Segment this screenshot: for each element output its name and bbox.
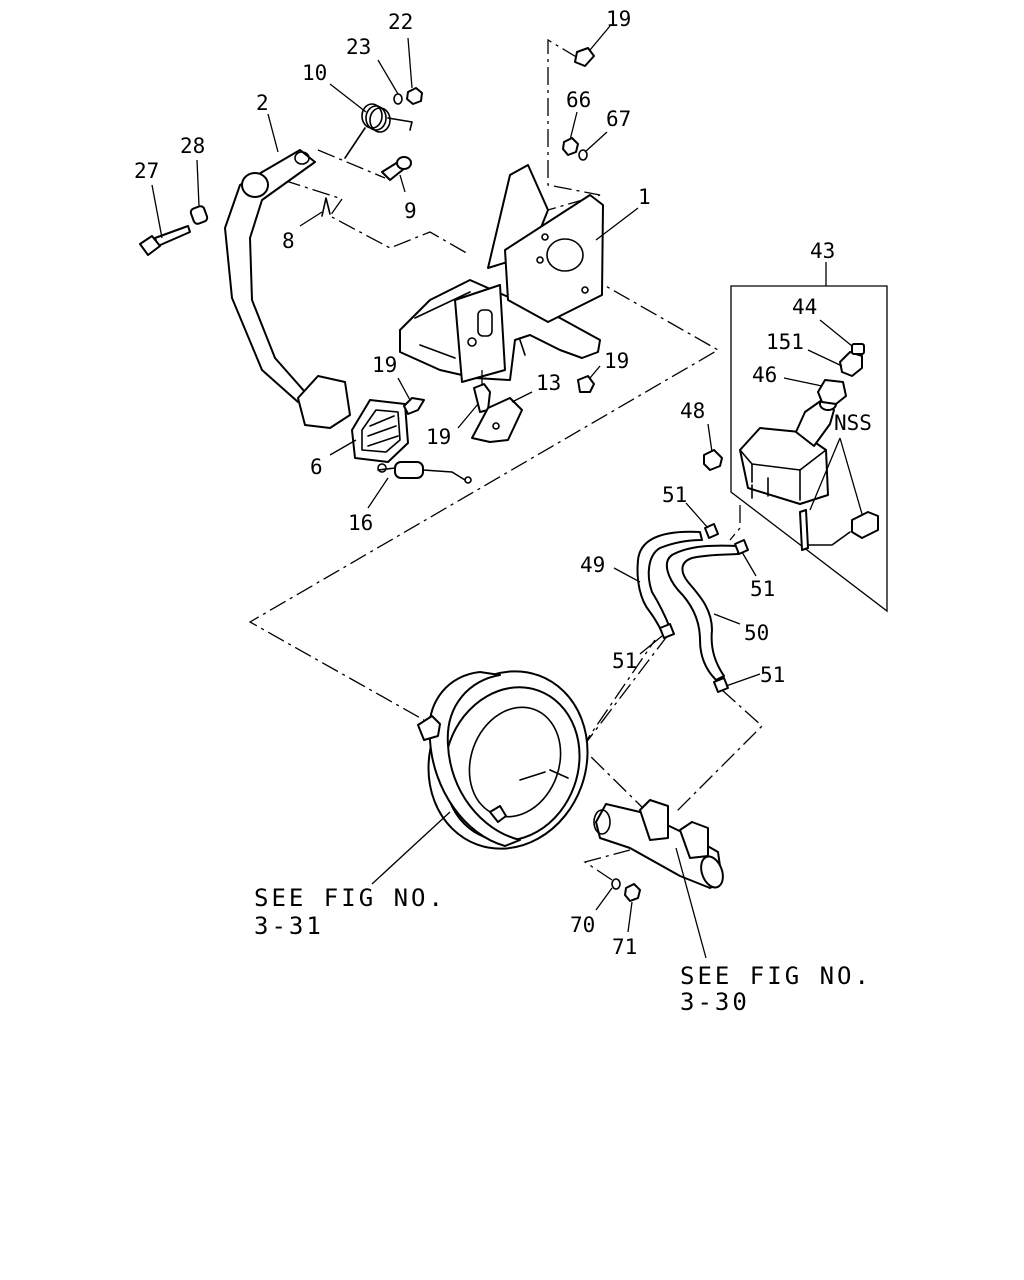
callout-16: 16: [348, 511, 373, 535]
callout-10: 10: [302, 61, 327, 85]
callout-50: 50: [744, 621, 769, 645]
callout-2: 2: [256, 91, 269, 115]
callout-23: 23: [346, 35, 371, 59]
callout-22: 22: [388, 10, 413, 34]
callout-labels: 22 23 10 2 28 27 9 8 19 66 67 1 43 44 15…: [134, 7, 872, 959]
phantom-line-nut-70: [583, 849, 631, 881]
reservoir-tank: [739, 397, 837, 505]
callout-19-left: 19: [372, 353, 397, 377]
callout-43: 43: [810, 239, 835, 263]
master-cylinder: [593, 799, 724, 889]
callout-19-mid: 19: [426, 425, 451, 449]
callout-8: 8: [282, 229, 295, 253]
stopper-bracket-13: [471, 397, 523, 443]
pedal-pad-cover: [351, 399, 409, 463]
callout-27: 27: [134, 159, 159, 183]
callout-151: 151: [766, 330, 804, 354]
phantom-line-reservoir-hoses-b: [675, 689, 763, 813]
reservoir-hose-49: [636, 530, 703, 633]
figure-notes: SEE FIG NO. 3-31 SEE FIG NO. 3-30: [254, 884, 872, 1016]
callout-19-top: 19: [606, 7, 631, 31]
clip-8: [321, 197, 331, 217]
brake-booster: [417, 670, 589, 850]
nss-parts: [799, 509, 879, 551]
hose-clamp-51c: [659, 623, 675, 639]
callout-19-right: 19: [604, 349, 629, 373]
connector-44: [851, 343, 865, 355]
return-spring: [344, 103, 413, 159]
callout-13: 13: [536, 371, 561, 395]
reservoir-assembly-box: [730, 285, 888, 613]
note-booster-line2: 3-31: [254, 912, 324, 940]
callout-nss: NSS: [834, 411, 872, 435]
bolt-19-top: [574, 47, 595, 67]
callout-51-b: 51: [750, 577, 775, 601]
phantom-line-booster-studs: [248, 259, 720, 721]
bushing-28: [189, 205, 209, 225]
phantom-line-pin-to-bracket: [317, 149, 386, 179]
washer-70: [611, 878, 621, 890]
phantom-line-master-cylinder: [579, 639, 656, 751]
pedal-bracket: [399, 164, 604, 383]
bracket-booster-hole: [546, 238, 584, 272]
callout-1: 1: [638, 185, 651, 209]
nut-22: [406, 87, 423, 105]
note-cylinder-line1: SEE FIG NO.: [680, 962, 872, 990]
reservoir-hose-50: [665, 544, 739, 681]
callout-46: 46: [752, 363, 777, 387]
stop-lamp-switch-16: [377, 461, 472, 484]
callout-70: 70: [570, 913, 595, 937]
callout-51-c: 51: [612, 649, 637, 673]
phantom-line-pedal-to-bracket: [282, 179, 471, 256]
callout-49: 49: [580, 553, 605, 577]
reservoir-cap-46: [817, 379, 847, 405]
bolt-19-right: [577, 375, 595, 393]
callout-44: 44: [792, 295, 817, 319]
hose-clamp-51b: [734, 539, 749, 555]
hardware: [139, 47, 723, 902]
callout-28: 28: [180, 134, 205, 158]
phantom-line-reservoir-hoses-a: [581, 634, 669, 816]
callout-51-a: 51: [662, 483, 687, 507]
pedal-pad: [297, 375, 351, 429]
callout-9: 9: [404, 199, 417, 223]
nut-66: [562, 137, 579, 156]
bolt-48: [703, 449, 723, 471]
note-booster-line1: SEE FIG NO.: [254, 884, 446, 912]
callout-66: 66: [566, 88, 591, 112]
leader-lines: [151, 25, 863, 959]
level-sensor-151: [839, 351, 863, 377]
phantom-line-reservoir-down: [729, 505, 741, 541]
callout-6: 6: [310, 455, 323, 479]
washer-23: [393, 93, 403, 105]
callout-67: 67: [606, 107, 631, 131]
note-cylinder-line2: 3-30: [680, 988, 750, 1016]
brake-pedal-arm: [224, 149, 316, 403]
nut-71: [624, 883, 641, 902]
callout-48: 48: [680, 399, 705, 423]
hose-clamp-51d: [713, 677, 729, 693]
bolt-19-left: [403, 397, 425, 415]
callout-71: 71: [612, 935, 637, 959]
callout-51-d: 51: [760, 663, 785, 687]
washer-67: [578, 149, 588, 161]
